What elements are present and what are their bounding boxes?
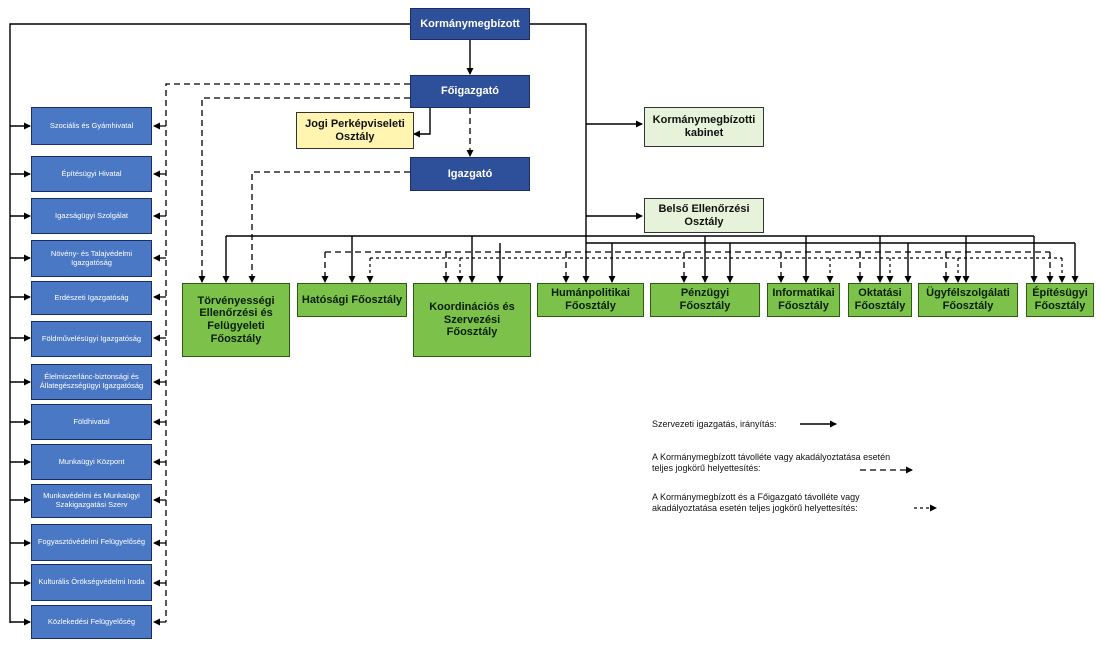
dept-informatikai: Informatikai Főosztály [767,283,840,317]
node-kormanymegbizott: Kormánymegbízott [410,8,530,40]
dept-penzugyi: Pénzügyi Főosztály [650,283,760,317]
office-munkavedelmi: Munkavédelmi és Munkaügyi Szakigazgatási… [31,484,152,518]
office-epitesugyi-hivatal: Építésügyi Hivatal [31,156,152,192]
edge-dashed-foigazgato-dept [198,97,410,283]
office-elelmiszerlanc: Élelmiszerlánc-biztonsági és Állategészs… [31,364,152,400]
office-szocialis: Szociális és Gyámhivatal [31,107,152,145]
dept-torvenyessegi: Törvényességi Ellenőrzési és Felügyeleti… [182,283,290,357]
node-belso-ellenorzesi: Belső Ellenőrzési Osztály [644,198,764,233]
edge-foigazgato-jogi [413,108,431,138]
dept-hatosagi: Hatósági Főosztály [297,283,407,317]
dept-koordinacios: Koordinációs és Szervezési Főosztály [413,283,531,357]
office-igazsagugyi: Igazságügyi Szolgálat [31,198,152,234]
office-kulturalis: Kulturális Örökségvédelmi Iroda [31,564,152,601]
edge-dashed-igazgato-dept [248,171,410,283]
node-foigazgato: Főigazgató [410,75,530,108]
office-fogyasztovedelmi: Fogyasztóvédelmi Felügyelőség [31,524,152,561]
office-munkaugyi-kozpont: Munkaügyi Központ [31,444,152,480]
office-noveny-talaj: Növény- és Talajvédelmi Igazgatóság [31,240,152,277]
office-kozlekedesi: Közlekedési Felügyelőség [31,605,152,639]
edge-km-trunk [530,23,587,236]
dept-humanpolitikai: Humánpolitikai Főosztály [537,283,644,317]
dept-ugyfelszolgalati: Ügyfélszolgálati Főosztály [918,283,1018,317]
office-erdeszeti: Erdészeti Igazgatóság [31,281,152,315]
legend-dashed-label: A Kormánymegbízott távolléte vagy akadál… [652,452,891,474]
edge-km-left-trunk [9,23,410,623]
office-foldhivatal: Földhivatal [31,404,152,440]
dept-epitesugyi: Építésügyi Főosztály [1026,283,1094,317]
legend-solid-label: Szervezeti igazgatás, irányítás: [652,419,777,429]
node-jogi-osztaly: Jogi Perképviseleti Osztály [296,112,414,149]
dept-oktatasi: Oktatási Főosztály [848,283,912,317]
legend-dotted-label: A Kormánymegbízott és a Főigazgató távol… [652,492,860,514]
node-kabinet: Kormánymegbízotti kabinet [644,107,764,147]
edge-left-office-arrows [10,122,31,626]
office-foldmuvelesugyi: Földművelésügyi Igazgatóság [31,321,152,357]
node-igazgato: Igazgató [410,157,530,191]
edge-dashed-foigazgato-offices [165,83,410,622]
